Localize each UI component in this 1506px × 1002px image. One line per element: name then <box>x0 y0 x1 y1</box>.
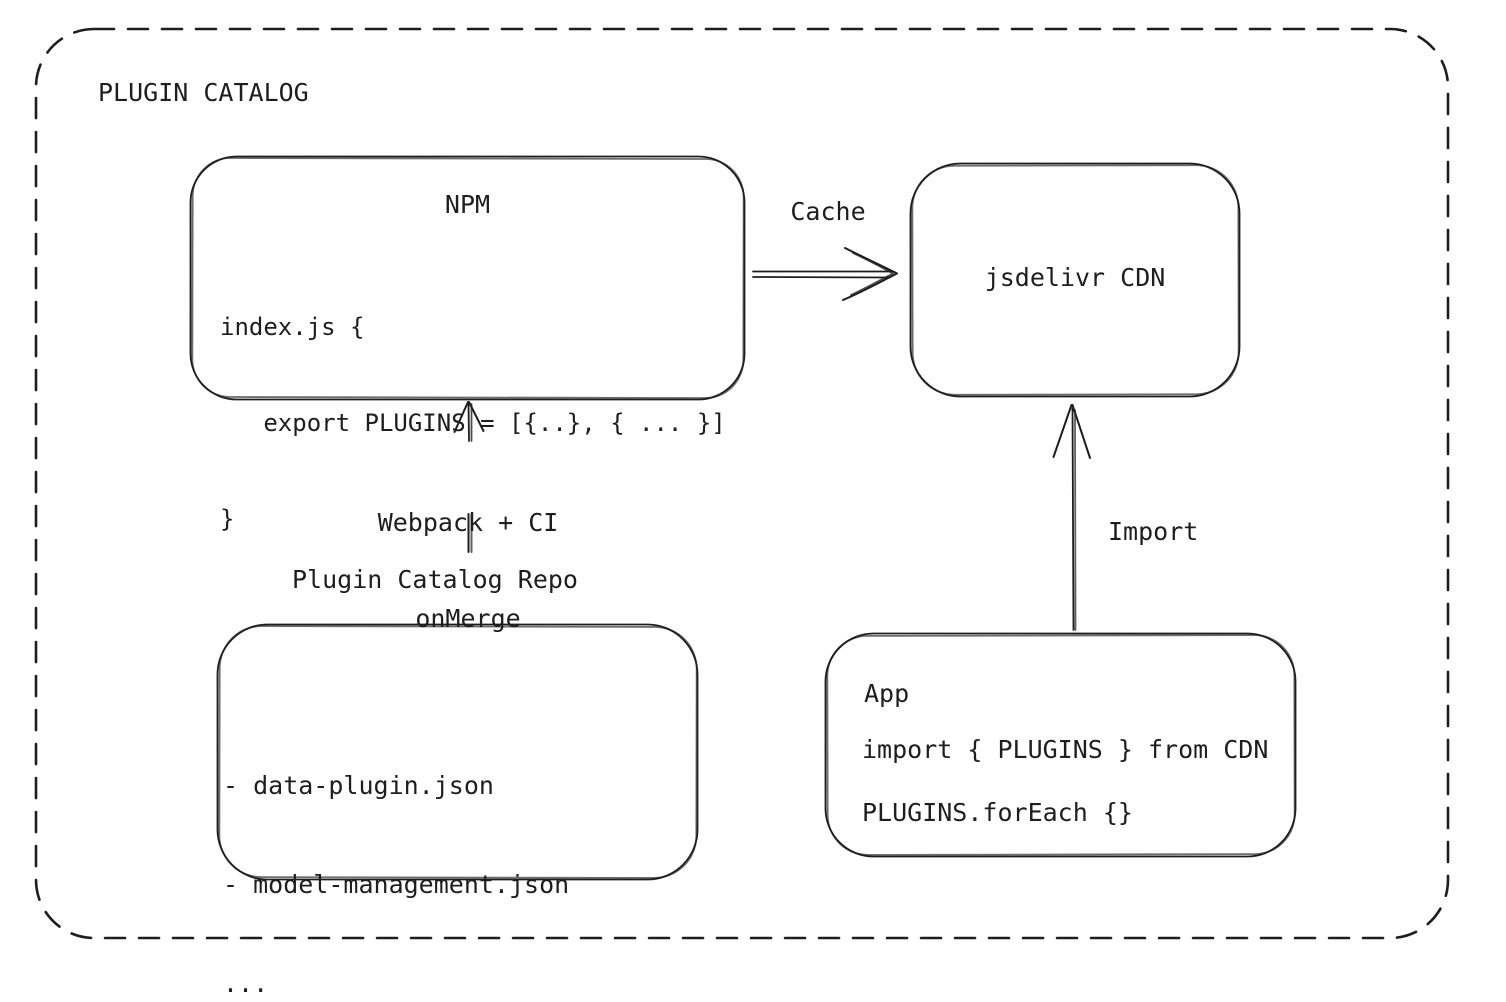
npm-code-block: index.js { export PLUGINS = [{..}, { ...… <box>220 247 726 599</box>
repo-file-list: - data-plugin.json - model-management.js… <box>223 703 569 1002</box>
npm-code-line: export PLUGINS = [{..}, { ... }] <box>220 409 726 437</box>
import-arrow <box>1052 404 1091 631</box>
diagram-title: PLUGIN CATALOG <box>98 78 309 107</box>
repo-file-item: - data-plugin.json <box>223 771 494 800</box>
npm-box <box>189 155 746 401</box>
plugin-catalog-frame <box>34 27 1450 940</box>
repo-file-item: ... <box>223 969 269 998</box>
npm-title: NPM <box>444 190 491 219</box>
build-edge-label: Webpack + CI onMerge <box>318 443 618 699</box>
build-arrow-lower <box>467 513 473 553</box>
import-edge-label: Import <box>1108 517 1199 546</box>
build-edge-label-line2: onMerge <box>415 604 521 633</box>
build-edge-label-line1: Webpack + CI <box>377 508 559 537</box>
cache-edge-label: Cache <box>790 197 866 226</box>
cdn-label: jsdelivr CDN <box>984 263 1166 292</box>
app-box <box>824 632 1297 858</box>
repo-file-item: - model-management.json <box>223 870 570 899</box>
app-title: App <box>864 679 910 708</box>
repo-label: Plugin Catalog Repo <box>292 565 578 594</box>
build-arrow-upper <box>453 401 485 442</box>
app-code-import-line: import { PLUGINS } from CDN <box>862 735 1269 764</box>
npm-code-line: } <box>220 505 235 533</box>
npm-code-line: index.js { <box>220 313 365 341</box>
repo-box <box>216 623 699 881</box>
cache-arrow <box>752 247 898 301</box>
cdn-box <box>909 162 1241 398</box>
app-code-foreach-line: PLUGINS.forEach {} <box>862 798 1133 827</box>
